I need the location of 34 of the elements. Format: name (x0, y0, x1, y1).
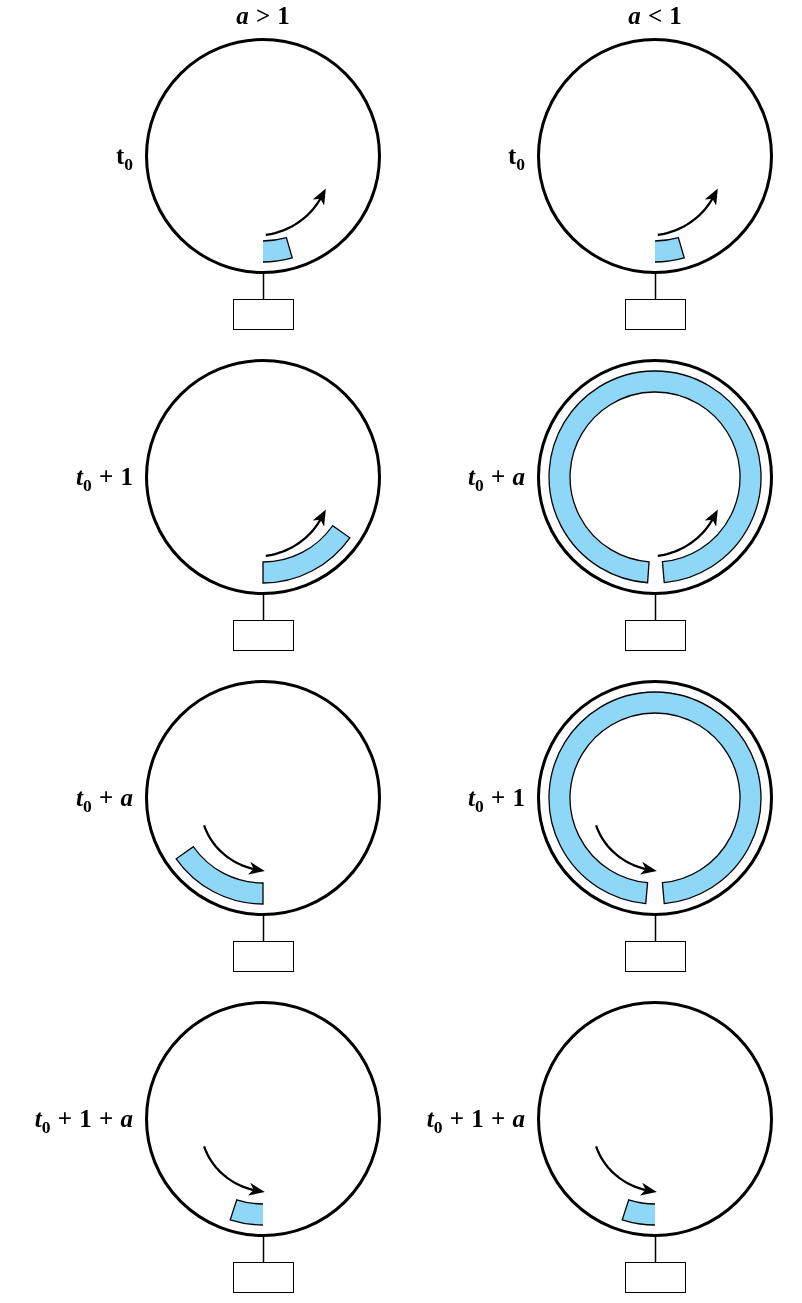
time-label: t$_{0}$ + a (76, 784, 133, 812)
station-box (625, 1262, 686, 1293)
time-label: t$_{0}$ + a (468, 463, 525, 491)
column-heading: a > 1 (236, 2, 290, 30)
connector-line (654, 273, 657, 300)
ring-circle (145, 359, 381, 595)
ring-circle (145, 1001, 381, 1237)
station-box (233, 620, 294, 651)
station-box (233, 299, 294, 330)
time-label: t$_{0}$ (507, 142, 525, 170)
ring-circle (145, 38, 381, 274)
connector-line (654, 1236, 657, 1263)
station-box (625, 620, 686, 651)
connector-line (654, 915, 657, 942)
time-label: t$_{0}$ + 1 + a (34, 1105, 133, 1133)
time-label: t$_{0}$ + 1 (468, 784, 525, 812)
time-label: t$_{0}$ (115, 142, 133, 170)
connector-line (262, 1236, 265, 1263)
station-box (233, 1262, 294, 1293)
connector-line (262, 594, 265, 621)
ring-circle (145, 680, 381, 916)
column-heading: a < 1 (628, 2, 682, 30)
ring-circle (537, 1001, 773, 1237)
ring-circle (537, 38, 773, 274)
connector-line (654, 594, 657, 621)
connector-line (262, 273, 265, 300)
ring-circle (537, 359, 773, 595)
connector-line (262, 915, 265, 942)
time-label: t$_{0}$ + 1 + a (426, 1105, 525, 1133)
ring-circle (537, 680, 773, 916)
station-box (233, 941, 294, 972)
station-box (625, 299, 686, 330)
time-label: t$_{0}$ + 1 (76, 463, 133, 491)
station-box (625, 941, 686, 972)
